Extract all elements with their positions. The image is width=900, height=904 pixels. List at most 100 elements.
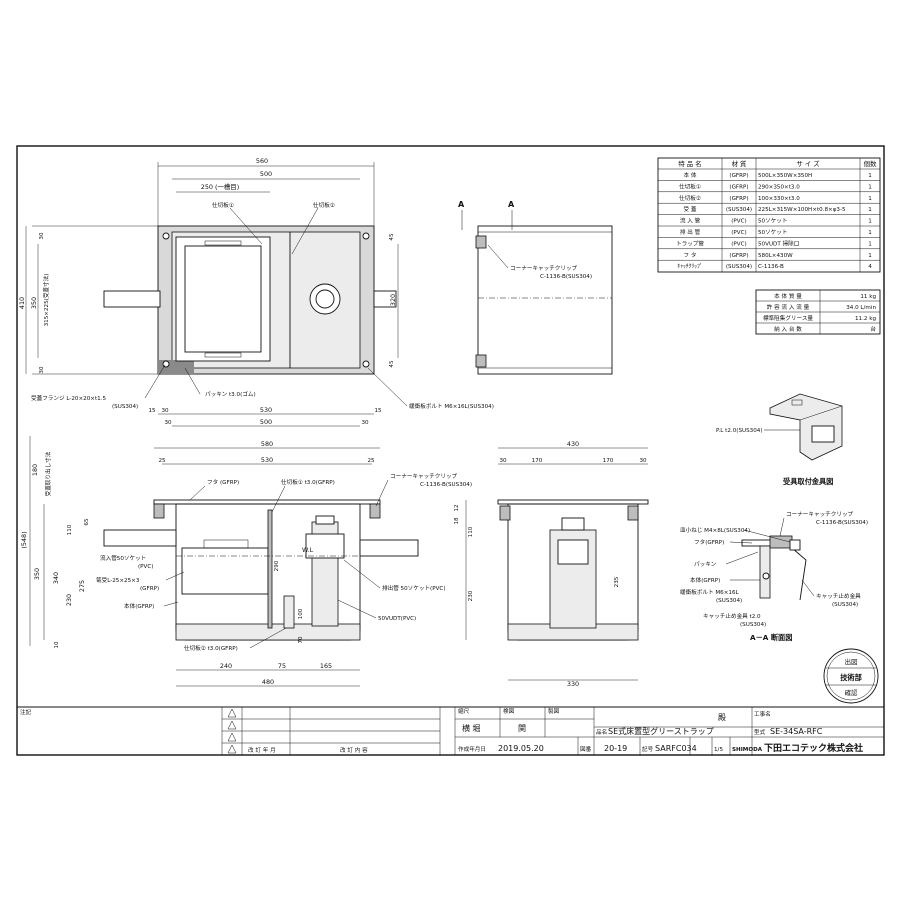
spec-cell-size: 500L×350W×350H	[758, 173, 812, 179]
front-basket	[181, 547, 269, 595]
detail-title: A－A 断面図	[750, 633, 792, 642]
detail-bolt	[762, 572, 770, 580]
dim-100: 100	[298, 608, 304, 619]
leader	[801, 579, 815, 597]
spec-cell-size: 50ソケット	[758, 229, 788, 236]
detail-catch2-mat: (SUS304)	[832, 602, 858, 608]
spec-cell-mat: (GFRP)	[729, 173, 748, 179]
label-receiver: 篭受L-25×25×3	[96, 576, 140, 584]
dim-230: 230	[65, 594, 73, 606]
spec-cell-mat: (SUS304)	[726, 264, 752, 270]
detail-lid-label: フタ(GFRP)	[694, 538, 724, 546]
dim-530-front: 530	[261, 456, 273, 464]
dim-30-s1: 30	[499, 458, 507, 464]
spec-cell-qty: 1	[868, 196, 872, 202]
top-view: 560 500 250 (一槽目) 仕切板① 仕切板② 410 350 315×…	[18, 157, 494, 427]
dim-340: 340	[52, 572, 60, 584]
spec-cell-size: 50ソケット	[758, 218, 788, 225]
section-trap-fitting	[557, 539, 589, 565]
dim-30-s2: 30	[639, 458, 647, 464]
perf-row: 納 入 台 数台	[756, 322, 880, 333]
side-clip-top	[475, 235, 487, 249]
outlet-pipe-top	[373, 290, 397, 308]
leader	[729, 541, 753, 544]
side-body	[477, 225, 613, 375]
label-partition2-top: 仕切板②	[313, 201, 335, 209]
dim-560: 560	[256, 157, 268, 165]
dim-30-b2: 30	[164, 420, 172, 426]
spec-cell-size: 50VUDT 掃除口	[758, 239, 799, 247]
dim-350-front: 350	[33, 568, 41, 580]
label-packing: パッキン t3.0(ゴム)	[205, 390, 256, 398]
detail-clip-label: コーナーキャッチクリップ	[786, 511, 854, 518]
tb-drawingno: 20-19	[604, 744, 627, 753]
detail-bolt-label: 緩衝板ボルト M6×16L	[680, 588, 740, 596]
stamp-inner	[826, 651, 876, 701]
label-outlet: 排出管 50ソケット(PVC)	[382, 584, 446, 592]
spec-cell-name: 排 出 管	[680, 228, 701, 236]
section-trap-cap	[561, 517, 585, 531]
leader	[229, 207, 263, 245]
dim-500: 500	[260, 170, 272, 178]
spec-cell-mat: (GFRP)	[729, 184, 748, 190]
dim-250: 250 (一槽目)	[201, 182, 239, 191]
detail-clip-code: C-1136-B(SUS304)	[816, 520, 868, 526]
dim-330: 330	[567, 680, 579, 688]
spec-cell-name: 仕切板①	[679, 182, 701, 190]
tb-project-label: 工事名	[754, 710, 771, 718]
spec-cell-name: フ タ	[684, 251, 697, 259]
bolt-bl	[162, 360, 170, 368]
dim-110: 110	[67, 524, 73, 535]
tb-ref: SARFC034	[655, 744, 697, 753]
approval-stamp: 出図 技術部 確認	[823, 648, 879, 704]
side-clip-bottom	[475, 354, 487, 368]
receiver-inner	[184, 245, 262, 353]
leader	[189, 485, 206, 501]
spec-table: 特 品 名 材 質 サ イ ズ 個数 本 体(GFRP)500L×350W×35…	[657, 157, 881, 273]
spec-cell-qty: 1	[868, 207, 872, 213]
dim-320: 320	[389, 294, 397, 306]
label-clip-front: コーナーキャッチクリップ	[390, 473, 458, 480]
dim-165: 165	[320, 662, 332, 670]
spec-header-size: サ イ ズ	[796, 159, 820, 168]
tb-model: SE-34SA-RFC	[770, 727, 823, 736]
dim-45-br: 45	[389, 360, 395, 368]
spec-cell-qty: 1	[868, 230, 872, 236]
dim-30-b1: 30	[161, 408, 169, 414]
leader	[271, 485, 286, 513]
tb-model-label: 型式	[754, 728, 766, 736]
dim-290: 290	[274, 560, 280, 571]
label-inlet-mat: (PVC)	[138, 564, 153, 570]
tb-drafter-label: 製図	[548, 707, 560, 715]
leader	[249, 627, 287, 649]
dim-410: 410	[18, 297, 26, 309]
dim-15-b1: 15	[148, 408, 156, 414]
dim-580: 580	[261, 440, 273, 448]
section-mark-a1: A	[458, 200, 465, 209]
dim-70: 70	[298, 636, 304, 644]
spec-table-frame	[657, 157, 881, 273]
dim-110-right: 110	[468, 526, 474, 537]
perf-cell-value: 34.0 L/min	[846, 305, 876, 311]
dim-45-tr: 45	[389, 233, 395, 241]
perf-cell-label: 納 入 台 数	[774, 325, 802, 333]
leader	[367, 367, 408, 407]
label-clip-code-front: C-1136-B(SUS304)	[420, 482, 472, 488]
spec-cell-mat: (PVC)	[731, 230, 746, 236]
perf-cell-value: 台	[870, 325, 876, 333]
spec-header-mat: 材 質	[732, 159, 747, 168]
title-block: 注記 改 訂 年 月 改 訂 内 容 縮尺 検図 製図 横 堀 関 作成年月日 …	[17, 706, 884, 755]
receiver-handle-bottom	[204, 352, 242, 358]
dim-75: 75	[278, 662, 286, 670]
spec-cell-name: トラップ管	[676, 239, 704, 247]
detail-catch2-label: キャッチ止め金具	[816, 592, 861, 600]
dim-10: 10	[54, 641, 60, 649]
dim-25-right: 25	[367, 458, 375, 464]
detail-view: 皿小ねじ M4×8L(SUS304) フタ(GFRP) パッキン 本体(GFRP…	[680, 511, 868, 642]
